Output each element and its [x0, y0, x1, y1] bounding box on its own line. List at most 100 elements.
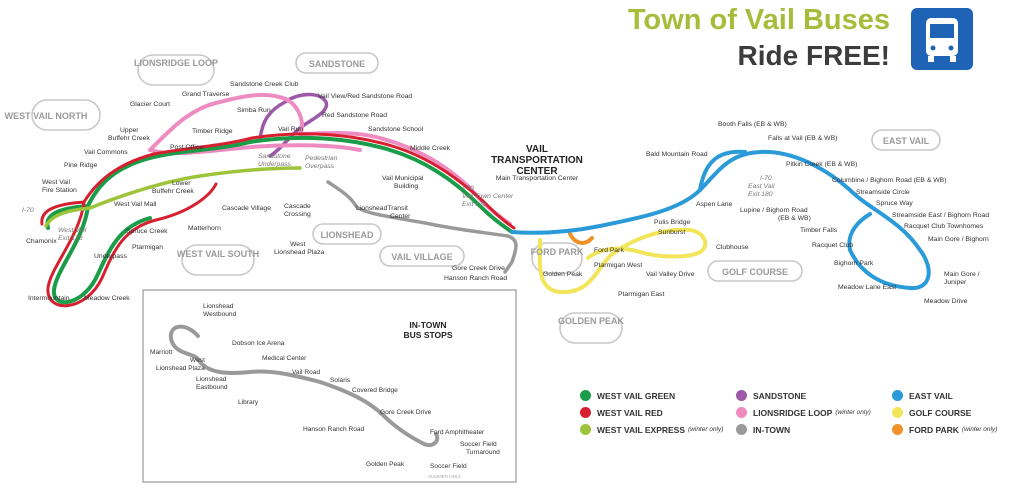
legend: WEST VAIL GREEN WEST VAIL RED WEST VAIL EX… [560, 390, 1000, 446]
label-cascade-village: Cascade Village [222, 205, 271, 212]
routes [40, 92, 931, 308]
label-pine-ridge: Pine Ridge [64, 162, 97, 169]
label-sandstone-school: Sandstone School [368, 126, 424, 133]
route-west-vail-express [44, 166, 302, 228]
label-upper-buffehr-1: Upper [120, 127, 139, 134]
label-it-lhwb-1: Lionshead [203, 303, 234, 310]
label-vail-view: Vail View/Red Sandstone Road [318, 93, 412, 100]
route-west-vail-red [40, 132, 516, 308]
label-exit180-2: East Vail [748, 183, 775, 190]
label-main-gore-juniper-2: Juniper [944, 279, 967, 286]
stop-labels: WEST VAIL NORTH LIONSRIDGE LOOP SANDSTON… [5, 58, 990, 326]
label-post-office: Post Office [170, 144, 203, 151]
label-bald-mountain-road: Bald Mountain Road [646, 151, 708, 158]
label-it-gore-creek: Gore Creek Drive [380, 409, 432, 416]
label-main-gore-bighorn: Main Gore / Bighorn [928, 236, 989, 243]
label-west-lionshead-2: Lionshead Plaza [274, 249, 324, 256]
label-ford-park: Ford Park [594, 247, 624, 254]
label-it-golden-peak: Golden Peak [366, 461, 405, 468]
legend-note: (winter only) [835, 409, 871, 416]
area-bubble-golden-peak [559, 312, 623, 344]
legend-item: LIONSRIDGE LOOP(winter only) [736, 407, 871, 418]
legend-swatch [892, 390, 903, 401]
in-town-labels: IN-TOWN BUS STOPS SUMMER ONLY Lionshead … [150, 303, 500, 479]
label-meadow-drive: Meadow Drive [924, 298, 968, 305]
label-vtc-2: TRANSPORTATION [491, 155, 583, 166]
bus-light-left [930, 45, 936, 51]
label-it-wlp-2: Lionshead Plaza [156, 365, 205, 372]
label-sunburst: Sunburst [658, 229, 685, 236]
label-spruce-creek: Spruce Creek [126, 228, 168, 235]
label-racquet-townhomes: Racquet Club Townhomes [904, 223, 984, 230]
label-lupine-1: Lupine / Bighorn Road [740, 207, 808, 214]
label-sandstone-underpass-2: Underpass [258, 161, 291, 168]
label-exit176-3: Exit 176 [462, 201, 487, 208]
label-wv-fire-2: Fire Station [42, 187, 77, 194]
label-it-soccer-turn-2: Turnaround [466, 449, 500, 456]
area-bubble-lionsridge [137, 54, 215, 86]
label-area-west-vail-south: WEST VAIL SOUTH [177, 249, 259, 259]
label-underpass: Underpass [94, 253, 127, 260]
label-it-soccer-field: Soccer Field [430, 463, 467, 470]
label-area-west-vail-north: WEST VAIL NORTH [5, 111, 88, 121]
label-lionshead-transit-1: LionsheadTransit [356, 205, 408, 212]
legend-item: WEST VAIL EXPRESS(winter only) [580, 424, 723, 435]
label-pulis-bridge: Pulis Bridge [654, 219, 690, 226]
label-it-lheb-2: Eastbound [196, 384, 228, 391]
legend-label: SANDSTONE [753, 390, 807, 401]
label-wv-fire-1: West Vail [42, 179, 71, 186]
label-grand-traverse: Grand Traverse [182, 91, 229, 98]
area-bubble-ford-park [531, 242, 583, 274]
label-cascade-crossing-1: Cascade [284, 203, 311, 210]
label-it-lheb-1: Lionshead [196, 376, 227, 383]
legend-item: GOLF COURSE [892, 407, 971, 418]
legend-item: WEST VAIL GREEN [580, 390, 675, 401]
area-bubbles [31, 52, 941, 344]
label-clubhouse: Clubhouse [716, 244, 749, 251]
label-hanson-ranch-road: Hanson Ranch Road [444, 275, 507, 282]
legend-label: LIONSRIDGE LOOP [753, 407, 833, 418]
label-vtc-stop: Main Transportation Center [496, 175, 579, 182]
label-lower-buffehr-1: Lower [172, 180, 191, 187]
label-exit180-1: I-70 [760, 175, 772, 182]
route-in-town [326, 180, 518, 274]
page-subtitle: Ride FREE! [737, 40, 890, 71]
legend-item: IN-TOWN [736, 424, 790, 435]
label-in-town-title-1: IN-TOWN [409, 320, 446, 330]
label-west-vail-mall: West Vail Mall [114, 201, 157, 208]
label-ptarmigan-east: Ptarmigan East [618, 291, 665, 298]
bus-wheel-left [928, 56, 934, 62]
bus-light-right [948, 45, 954, 51]
label-bighorn-park: Bighorn Park [834, 260, 874, 267]
in-town-inset [142, 289, 517, 483]
label-area-sandstone: SANDSTONE [309, 59, 365, 69]
label-exit176-1: I-70 [462, 185, 474, 192]
route-golf-course [537, 227, 708, 295]
bus-window [930, 24, 954, 38]
legend-swatch [892, 424, 903, 435]
label-vail-run: Vail Run [278, 126, 303, 133]
label-upper-buffehr-2: Buffehr Creek [108, 135, 150, 142]
bus-wheel-right [950, 56, 956, 62]
label-area-golden-peak: GOLDEN PEAK [558, 316, 625, 326]
legend-item: WEST VAIL RED [580, 407, 663, 418]
label-columbine: Columbine / Bighorn Road (EB & WB) [832, 177, 946, 184]
label-it-medical: Medical Center [262, 355, 307, 362]
label-timber-ridge: Timber Ridge [192, 128, 233, 135]
legend-item: FORD PARK(winter only) [892, 424, 997, 435]
label-it-vail-road: Vail Road [292, 369, 320, 376]
label-it-dobson: Dobson Ice Arena [232, 340, 285, 347]
label-cascade-crossing-2: Crossing [284, 211, 311, 218]
label-area-lionshead: LIONSHEAD [320, 230, 374, 240]
area-bubble-west-vail-south [181, 244, 255, 276]
label-lionshead-transit-2: Center [390, 213, 411, 220]
legend-item: SANDSTONE [736, 390, 806, 401]
label-aspen-lane: Aspen Lane [696, 201, 733, 208]
legend-note: (winter only) [688, 426, 724, 433]
label-matterhorn: Matterhorn [188, 225, 221, 232]
label-it-marriott: Marriott [150, 349, 173, 356]
label-streamside-east: Streamside East / Bighorn Road [892, 212, 989, 219]
label-it-solaris: Solaris [330, 377, 351, 384]
label-streamside-circle: Streamside Circle [856, 189, 910, 196]
